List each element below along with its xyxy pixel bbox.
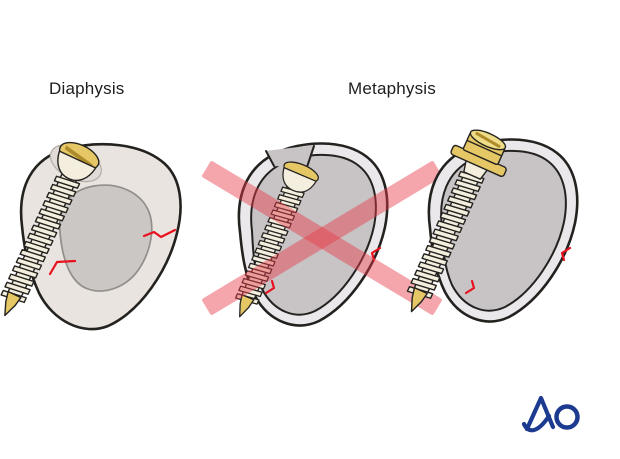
broken-cortex-edge [265, 150, 275, 167]
fracture-line [48, 259, 77, 276]
lag-screw [0, 136, 104, 327]
panel-metaphysis-wrong [202, 142, 442, 327]
fracture-line [142, 228, 177, 239]
fracture-line [560, 246, 572, 262]
fracture-line [370, 246, 382, 262]
prohibition-cross-icon [202, 161, 442, 315]
fracture-line [464, 279, 476, 295]
panel-metaphysis-correct [385, 121, 579, 323]
ao-logo: AO [521, 395, 580, 433]
broken-cortex-edge [306, 145, 315, 168]
cortex-notch [265, 145, 315, 167]
label-diaphysis: Diaphysis [49, 79, 125, 98]
panel-diaphysis [0, 136, 182, 331]
label-metaphysis: Metaphysis [348, 79, 436, 98]
fracture-line [264, 279, 276, 295]
medullary-canal [58, 184, 153, 292]
